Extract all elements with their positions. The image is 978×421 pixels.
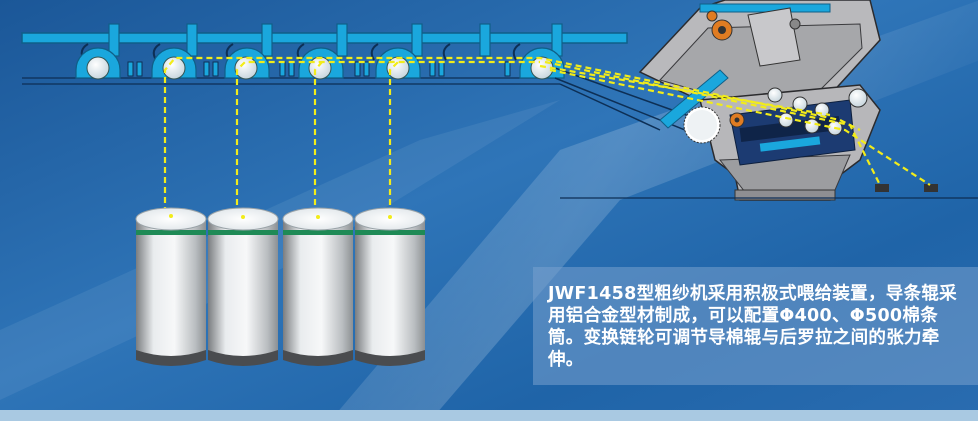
caption-panel (533, 267, 978, 385)
sliver-can (135, 207, 207, 366)
sliver-can (354, 207, 426, 366)
caption-text: JWF1458型粗纱机采用积极式喂给装置，导条辊采用铝合金型材制成，可以配置Φ4… (548, 284, 957, 370)
sliver-can (207, 207, 279, 366)
guide-roller (75, 47, 121, 80)
guide-roller (151, 47, 197, 80)
rail-pins (127, 61, 511, 77)
floor-bobbin (875, 184, 889, 192)
sliver-can (282, 207, 354, 366)
gear-icon (706, 10, 718, 22)
sliver-paths (163, 56, 931, 215)
overhead-rail (21, 32, 628, 85)
floor-bobbin (924, 184, 938, 192)
bottom-strip (0, 410, 978, 421)
roving-frame-machine (638, 0, 881, 201)
rail-supports (108, 23, 563, 57)
